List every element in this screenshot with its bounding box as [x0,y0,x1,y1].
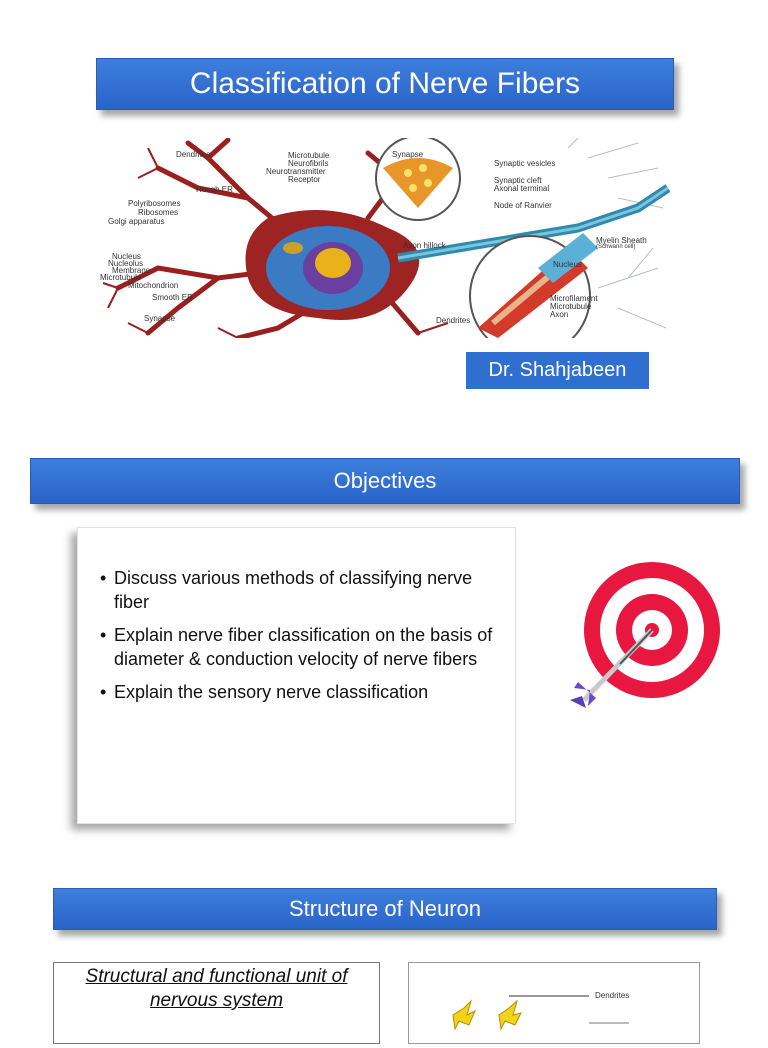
objective-item: Explain nerve fiber classification on th… [100,623,503,671]
author-name: Dr. Shahjabeen [488,359,627,381]
label-nucleus-2: Nucleus [553,260,582,269]
structure-diagram-box: Dendrites [408,962,700,1044]
neuron-illustration: Dendrites Microtubule Neurofibrils Neuro… [98,135,671,357]
label-synaptic-cleft: Synaptic cleft [494,176,542,185]
label-microfilament: Microfilament [550,294,598,303]
objectives-banner: Objectives [30,458,740,504]
label-synaptic-vesicles: Synaptic vesicles [494,159,556,168]
label-receptor: Receptor [288,175,321,184]
label-axon-hillock: Axon hillock [403,241,446,250]
label-ribosomes: Ribosomes [138,208,179,217]
objective-item: Discuss various methods of classifying n… [100,566,503,614]
label-schwann-cell: (Schwann cell) [596,244,636,250]
label-axon: Axon [550,310,569,319]
author-badge: Dr. Shahjabeen [466,352,649,389]
label-membrane: Membrane [112,266,151,275]
structure-text-box: Structural and functional unit of nervou… [53,962,380,1044]
label-dendrites-2: Dendrites [436,316,471,325]
label-microtubule: Microtubule [288,151,330,160]
label-neurotransmitter: Neurotransmitter [266,167,326,176]
label-dendrites: Dendrites [176,150,211,159]
label-microtubule-3: Microtubule [550,302,592,311]
objectives-box: Discuss various methods of classifying n… [77,527,516,824]
objectives-list: Discuss various methods of classifying n… [78,528,515,704]
title-banner: Classification of Nerve Fibers [96,58,674,110]
target-icon [566,560,726,720]
structure-definition: Structural and functional unit of nervou… [85,966,348,1011]
label-golgi: Golgi apparatus [108,217,165,226]
label-rough-er: Rough ER [196,185,233,194]
label-nucleolus: Nucleolus [108,259,144,268]
diagram-label-dendrites: Dendrites [595,991,630,1000]
page-title: Classification of Nerve Fibers [189,67,581,100]
label-myelin-sheath: Myelin Sheath [596,236,647,245]
label-synapse: Synapse [392,150,424,159]
label-mitochondrion: Mitochondrion [128,281,179,290]
structure-heading: Structure of Neuron [289,896,481,921]
objectives-heading: Objectives [333,468,437,493]
label-synapse-2: Synapse [144,314,176,323]
label-nucleus: Nucleus [112,252,141,261]
label-microtubule-2: Microtubule [100,273,142,282]
label-axonal-terminal: Axonal terminal [494,184,550,193]
label-node-of-ranvier: Node of Ranvier [494,201,552,210]
neuron-diagram [452,995,629,1031]
label-polyribosomes: Polyribosomes [128,199,181,208]
label-smooth-er: Smooth ER [152,293,193,302]
objective-item: Explain the sensory nerve classification [100,680,503,704]
label-neurofibrils: Neurofibrils [288,159,329,168]
structure-banner: Structure of Neuron [53,888,717,930]
